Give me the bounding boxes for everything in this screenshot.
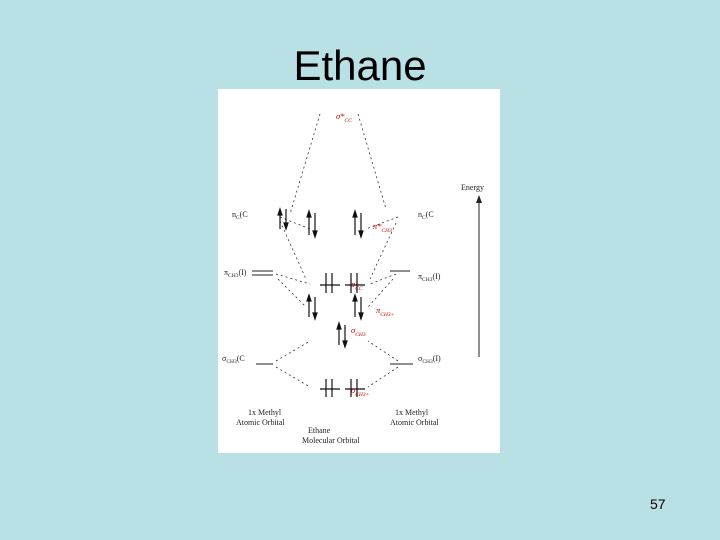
right-atomic-levels: nC(C πCH3(I) σCH3(I) [390, 210, 441, 365]
mo-diagram-svg: Energy nC(C πCH3(I) σCH3(C nC(C πCH3(I) … [222, 111, 484, 445]
left-level-label-n: nC(C [232, 210, 248, 221]
energy-axis-label: Energy [461, 183, 484, 192]
center-caption-line-2: Molecular Orbital [302, 436, 360, 445]
left-caption-line-1: 1x Methyl [248, 408, 282, 417]
mo-diagram: Energy nC(C πCH3(I) σCH3(C nC(C πCH3(I) … [218, 89, 500, 453]
slide-title: Ethane [293, 42, 427, 89]
electron-pair-sigma-ch3-plus [320, 379, 365, 397]
left-level-label-sigma: σCH3(C [222, 354, 245, 365]
mo-label-sigma-ch3-plus: σCH3+ [351, 385, 370, 398]
mo-electron-pairs [306, 209, 365, 397]
right-level-label-pi: πCH3(I) [418, 272, 441, 283]
mo-label-sigma-star-cc: σ*CC [336, 111, 352, 124]
mo-labels: σ*CC π*CH3 σCC πCH3+ σCH3 σCH3+ [336, 111, 395, 398]
electron-pair-pi-star [306, 209, 364, 239]
energy-axis: Energy [461, 183, 484, 357]
page-number: 57 [650, 496, 666, 512]
mo-label-sigma-cc: σCC [351, 279, 363, 292]
electron-pair-sigma-ch3 [336, 321, 348, 349]
left-caption-line-2: Atomic Orbital [236, 418, 285, 427]
mo-label-pi-star-ch3: π*CH3 [373, 221, 392, 234]
mo-label-sigma-ch3: σCH3 [351, 325, 366, 338]
left-electron-pairs [277, 207, 289, 231]
right-caption-line-1: 1x Methyl [395, 408, 429, 417]
right-level-label-sigma: σCH3(I) [418, 354, 441, 365]
left-level-label-pi: πCH3(I) [224, 268, 247, 279]
electron-pair-sigma-cc [320, 273, 365, 293]
right-level-label-n: nC(C [418, 210, 434, 221]
electron-pair-pi-ch3 [306, 293, 364, 321]
right-caption-line-2: Atomic Orbital [390, 418, 439, 427]
bottom-captions: 1x Methyl Atomic Orbital 1x Methyl Atomi… [236, 408, 439, 445]
mo-label-pi-ch3: πCH3+ [376, 305, 395, 318]
center-caption-line-1: Ethane [308, 426, 331, 435]
electron-pair-n [277, 207, 289, 231]
left-atomic-levels: nC(C πCH3(I) σCH3(C [222, 210, 273, 365]
correlation-lines [275, 113, 399, 388]
